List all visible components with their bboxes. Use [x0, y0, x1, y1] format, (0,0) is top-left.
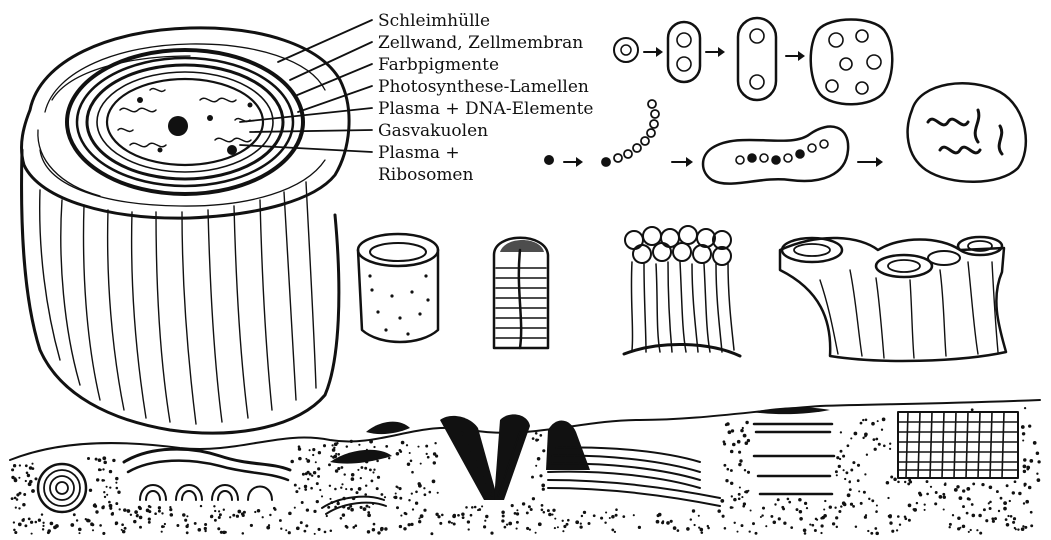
- label-photosynthese-lamellen: Photosynthese-Lamellen: [378, 77, 589, 97]
- arrow-icon: [644, 47, 663, 57]
- cell-chain: [602, 100, 659, 166]
- arrow-icon: [706, 47, 725, 57]
- laminae: [752, 407, 834, 494]
- sediment-profile: [10, 400, 1041, 535]
- conical-stromatolite: [440, 414, 530, 500]
- domed-stromatolite: [124, 449, 290, 500]
- fibrous-column: [624, 226, 740, 356]
- tube-colony: [358, 234, 438, 342]
- arrow-icon: [564, 157, 583, 167]
- lamellae: [118, 89, 251, 147]
- dna-body: [168, 116, 188, 136]
- division-sequence-1: [614, 18, 1026, 182]
- tube-dots: [368, 274, 429, 335]
- label-plasma: Plasma +: [378, 143, 460, 163]
- arrow-icon: [858, 157, 883, 167]
- structure-labels: Schleimhülle Zellwand, Zellmembran Farbp…: [378, 11, 594, 185]
- label-plasma-dna: Plasma + DNA-Elemente: [378, 99, 594, 119]
- colony-filaments: [928, 110, 1002, 154]
- layered-mound: [546, 420, 720, 506]
- arrow-icon: [786, 51, 805, 61]
- grid-structure: [898, 412, 1018, 478]
- striped-column: [494, 238, 548, 348]
- label-farbpigmente: Farbpigmente: [378, 55, 499, 75]
- label-zellwand: Zellwand, Zellmembran: [378, 33, 583, 53]
- colony-forms: [358, 226, 1006, 361]
- coral-colony: [780, 237, 1006, 361]
- oncoid: [38, 464, 86, 512]
- cell-cross-section: [22, 20, 372, 433]
- arrow-icon: [672, 157, 693, 167]
- label-schleimhuelle: Schleimhülle: [378, 11, 490, 31]
- division-sequence-2: [544, 100, 883, 184]
- label-gasvakuolen: Gasvakuolen: [378, 121, 488, 141]
- label-ribosomen: Ribosomen: [378, 165, 473, 185]
